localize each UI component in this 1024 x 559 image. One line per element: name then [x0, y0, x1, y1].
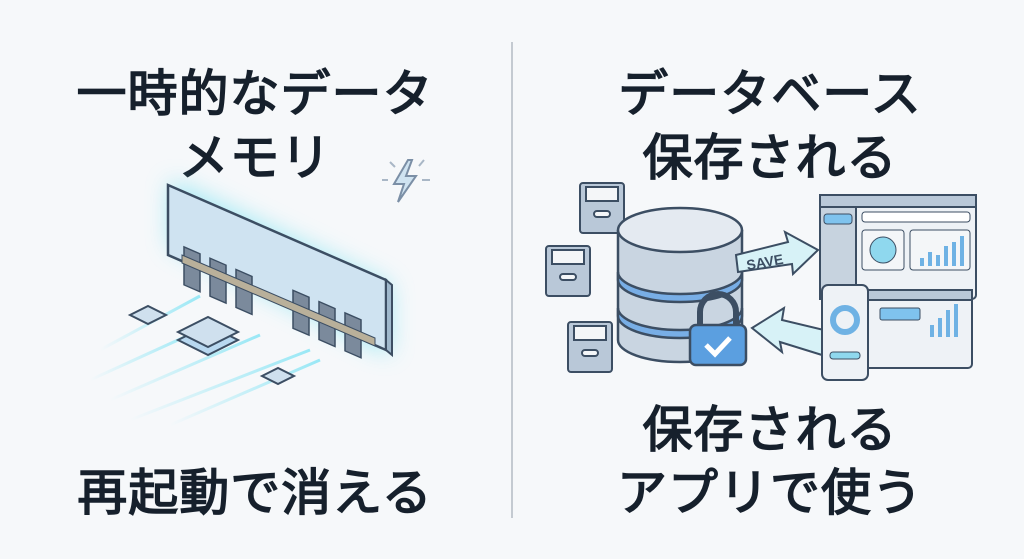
phone-icon: [821, 284, 869, 381]
ram-module: [166, 183, 393, 359]
right-subtitle: 保存される: [642, 129, 898, 187]
load-arrow: [750, 305, 826, 357]
save-arrow-label: SAVE: [745, 251, 784, 273]
left-caption: 再起動で消える: [77, 464, 433, 522]
speed-streaks: [90, 294, 321, 427]
right-caption-line1: 保存される: [642, 401, 898, 459]
lightning-icon: [382, 159, 430, 203]
left-title: 一時的なデータ: [76, 65, 434, 123]
file-drawer-icons: [545, 182, 625, 373]
database-illustration: SAVE: [545, 182, 977, 381]
right-caption-line2: アプリで使う: [617, 464, 923, 522]
dashboard-window: [864, 289, 973, 369]
data-chips: [127, 304, 297, 386]
center-divider: [511, 42, 513, 518]
lock-check-icon: [688, 291, 748, 367]
memory-illustration: [90, 159, 430, 427]
save-arrow: SAVE: [734, 229, 820, 277]
app-window: [819, 194, 977, 300]
left-subtitle: メモリ: [178, 129, 332, 187]
bar-chart-icons: [920, 236, 964, 266]
right-title: データベース: [618, 65, 922, 123]
